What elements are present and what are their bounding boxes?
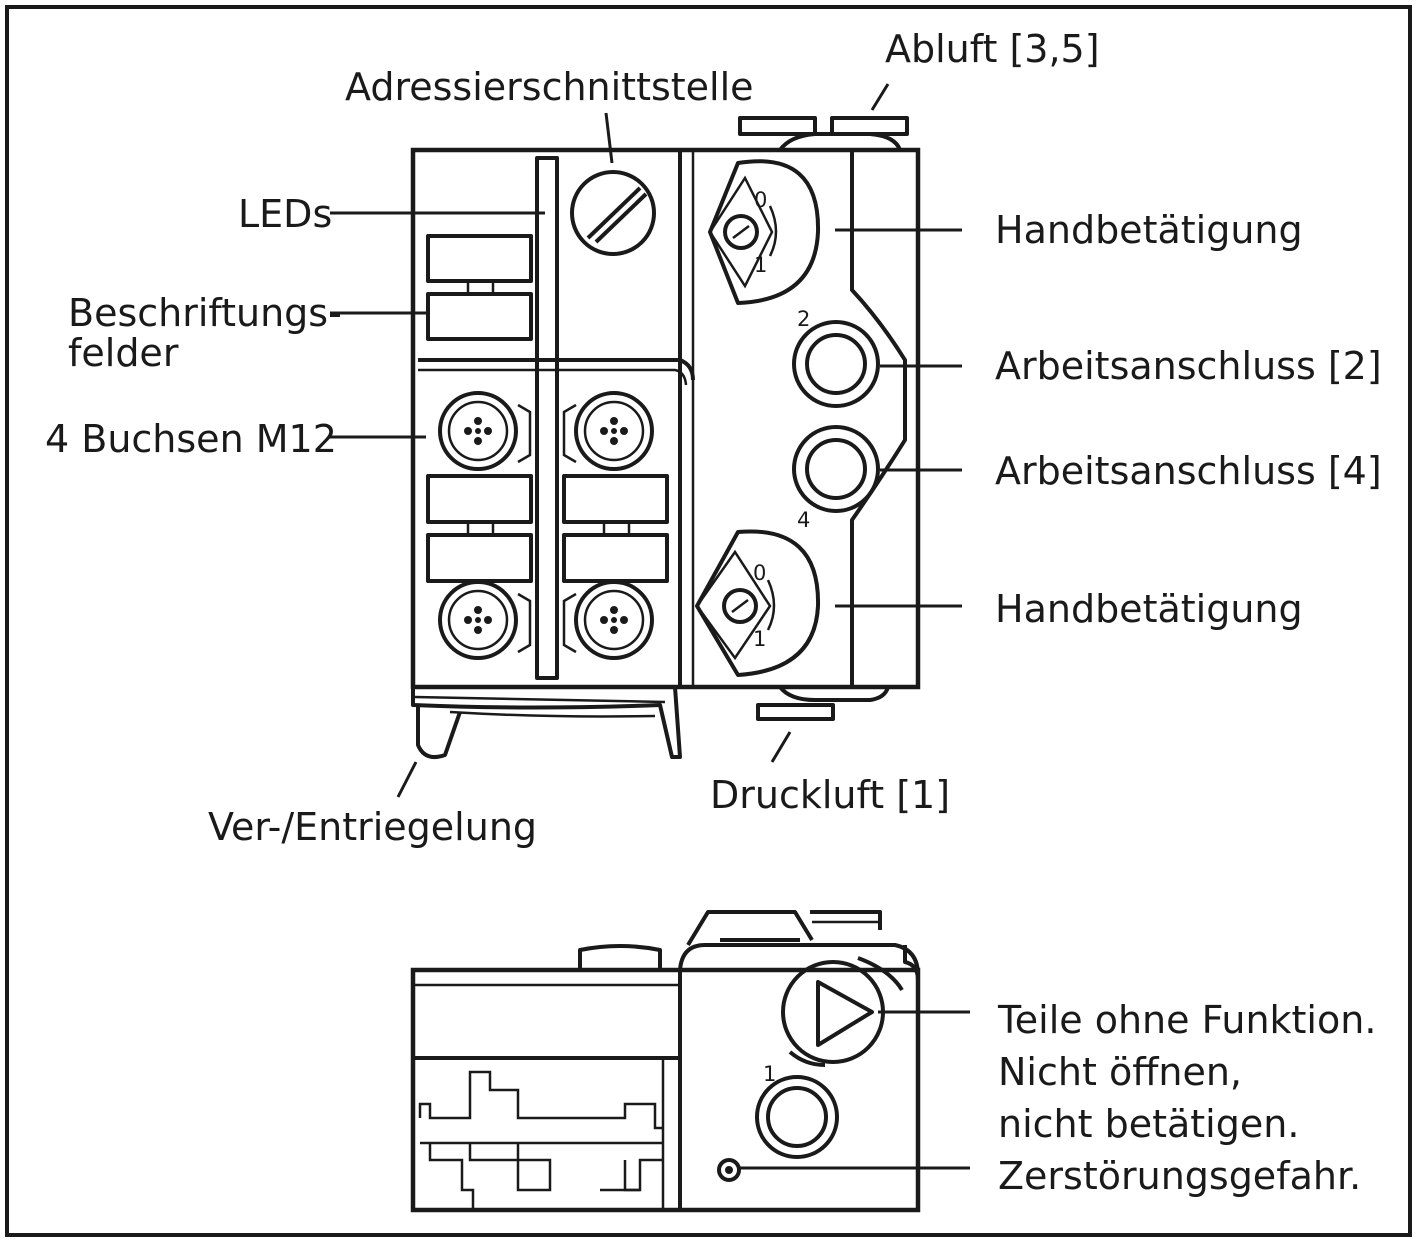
small-screw <box>717 1158 741 1182</box>
callout-warning-line4: Zerstörungsgefahr. <box>998 1154 1361 1198</box>
dial-top-position-0: 0 <box>754 188 767 212</box>
m12-sockets <box>438 391 654 660</box>
callout-warning-line3: nicht betätigen. <box>998 1102 1299 1146</box>
dial-bottom-position-0: 0 <box>753 561 766 585</box>
callouts: Abluft [3,5] Adressierschnittstelle LEDs… <box>45 27 1382 1198</box>
leader-lines <box>330 83 970 1170</box>
m12-socket-top-right <box>574 391 654 471</box>
callout-leds: LEDs <box>238 192 332 236</box>
callout-handbetaetigung-bottom: Handbetätigung <box>995 587 1303 631</box>
callout-warning-line2: Nicht öffnen, <box>998 1050 1242 1094</box>
manual-override-top: 0 1 <box>708 159 821 305</box>
working-port-2: 2 <box>792 307 880 408</box>
module-top-view: 0 1 2 4 0 1 <box>410 116 921 759</box>
dial-top-position-1: 1 <box>754 253 767 277</box>
figure-frame <box>5 5 1412 1237</box>
callout-beschriftungsfelder-line1: Beschriftungs- <box>68 291 342 335</box>
working-port-4: 4 <box>792 425 880 532</box>
callout-abluft: Abluft [3,5] <box>885 27 1100 71</box>
addressing-interface <box>570 170 656 256</box>
dial-bottom-position-1: 1 <box>753 627 766 651</box>
callout-beschriftungsfelder-line2: felder <box>68 331 179 375</box>
callout-arbeitsanschluss-2: Arbeitsanschluss [2] <box>995 344 1382 388</box>
callout-arbeitsanschluss-4: Arbeitsanschluss [4] <box>995 449 1382 493</box>
manual-override-bottom: 0 1 <box>695 529 821 677</box>
locking-lever <box>411 686 682 759</box>
compressed-air-fitting <box>756 685 890 721</box>
side-port-1-number: 1 <box>763 1062 776 1086</box>
callout-handbetaetigung-top: Handbetätigung <box>995 208 1303 252</box>
callout-druckluft: Druckluft [1] <box>710 773 950 817</box>
port-2-number: 2 <box>797 307 810 331</box>
label-fields-upper <box>426 234 533 341</box>
inner-mechanism <box>418 1070 663 1210</box>
label-fields-lower <box>426 474 669 583</box>
callout-warning-line1: Teile ohne Funktion. <box>997 998 1376 1042</box>
port-4-number: 4 <box>797 508 810 532</box>
side-port-1: 1 <box>755 1062 839 1159</box>
m12-socket-top-left <box>438 391 518 471</box>
module-side-view: 1 <box>410 910 921 1213</box>
callout-adressierschnittstelle: Adressierschnittstelle <box>345 65 754 109</box>
callout-buchsen: 4 Buchsen M12 <box>45 417 337 461</box>
callout-verriegelung: Ver-/Entriegelung <box>208 805 537 849</box>
led-strip <box>535 156 559 680</box>
exhaust-fittings <box>738 116 909 152</box>
